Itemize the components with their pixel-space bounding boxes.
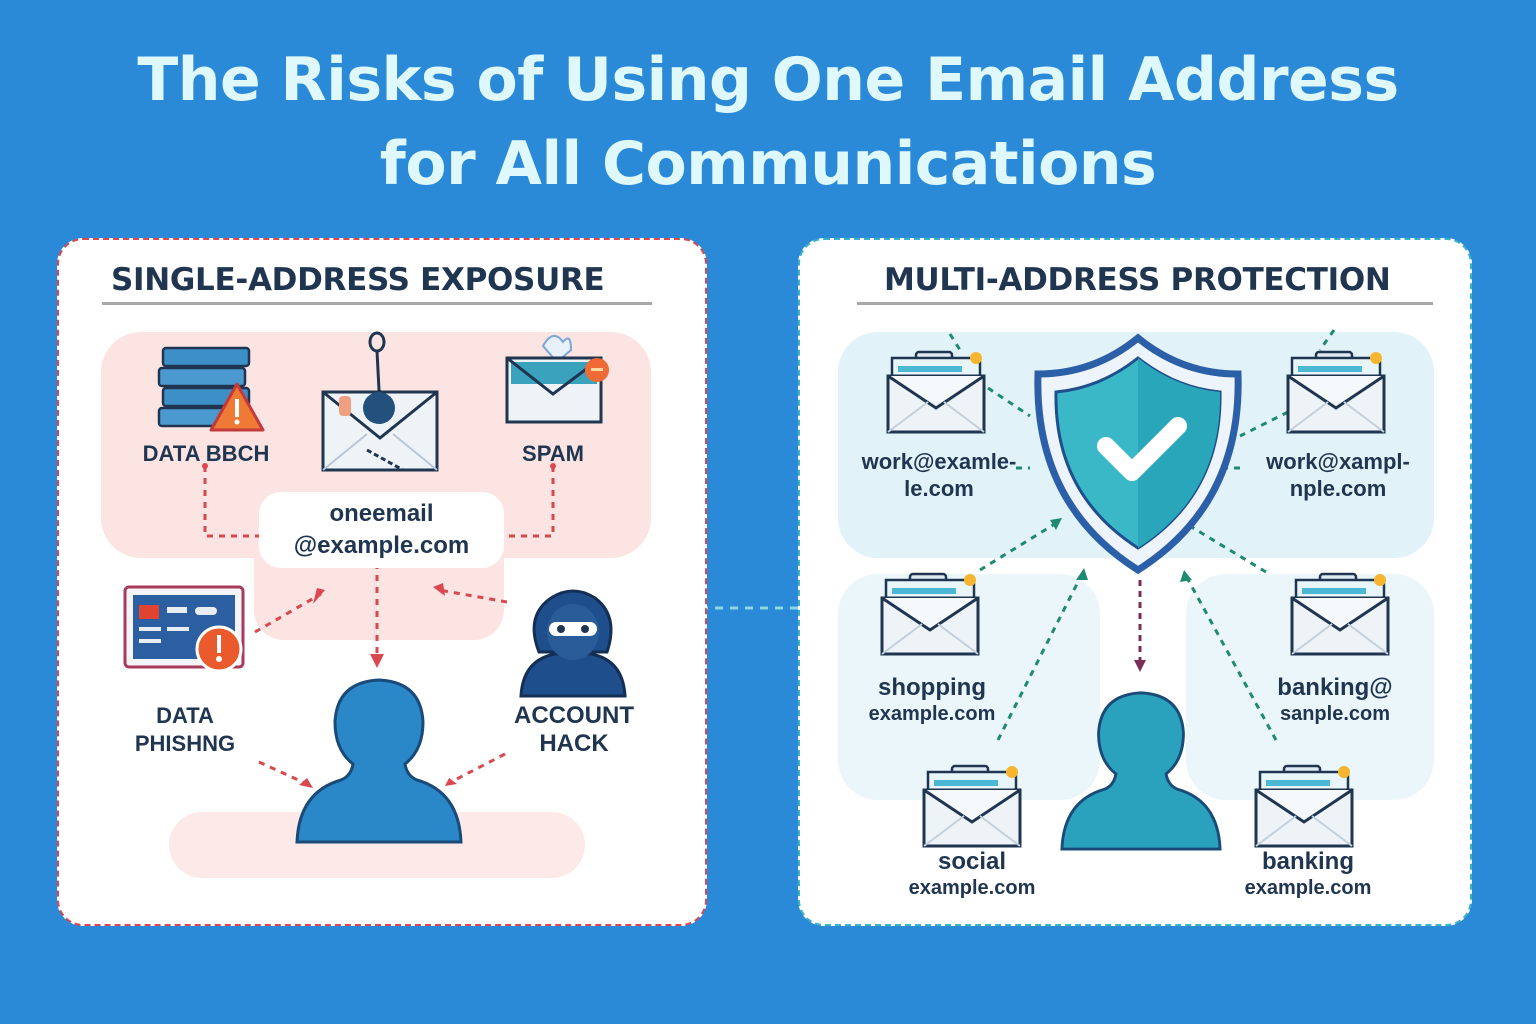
address-shopping: shopping example.com [868, 674, 996, 725]
account-hack-label: ACCOUNT HACK [514, 702, 634, 757]
banking-email-envelope-icon [1254, 764, 1354, 848]
page-title: The Risks of Using One Email Address for… [0, 38, 1536, 206]
data-breach-label: DATA BBCH [142, 441, 270, 466]
heading-divider [102, 302, 652, 305]
address-social: social example.com [908, 848, 1036, 899]
phishing-screen-icon [123, 585, 245, 673]
work-email-envelope-icon [1286, 350, 1386, 434]
panel-heading: SINGLE-ADDRESS EXPOSURE [111, 262, 605, 298]
spam-envelope-icon [505, 335, 609, 424]
work-email-envelope-icon [886, 350, 986, 434]
central-email-line-2: @example.com [293, 532, 470, 559]
fishing-hook-envelope-icon [321, 331, 439, 472]
central-email-address: oneemail @example.com [259, 492, 504, 568]
heading-divider [857, 302, 1433, 305]
hacker-icon [519, 589, 627, 698]
shield-check-icon [1034, 333, 1242, 575]
single-address-exposure-panel: SINGLE-ADDRESS EXPOSURE [57, 238, 707, 926]
threat-connectors [202, 463, 556, 788]
address-banking-lower: banking example.com [1244, 848, 1372, 899]
central-email-line-1: oneemail [329, 500, 434, 527]
banking-email-envelope-icon [1290, 572, 1390, 656]
multi-address-protection-panel: MULTI-ADDRESS PROTECTION [798, 238, 1472, 926]
panel-heading: MULTI-ADDRESS PROTECTION [884, 262, 1391, 298]
address-work-right: work@xampl- nple.com [1266, 449, 1410, 501]
social-email-envelope-icon [922, 764, 1022, 848]
spam-label: SPAM [522, 441, 584, 466]
title-line-1: The Risks of Using One Email Address [137, 45, 1399, 115]
person-icon [1060, 691, 1222, 851]
address-work-left: work@examle- le.com [861, 449, 1017, 501]
address-banking-upper: banking@ sanple.com [1277, 674, 1393, 725]
title-line-2: for All Communications [379, 129, 1157, 199]
server-warning-icon [157, 346, 265, 432]
shopping-email-envelope-icon [880, 572, 980, 656]
data-phishing-label: DATA PHISHNG [134, 703, 236, 756]
person-icon [295, 678, 463, 844]
